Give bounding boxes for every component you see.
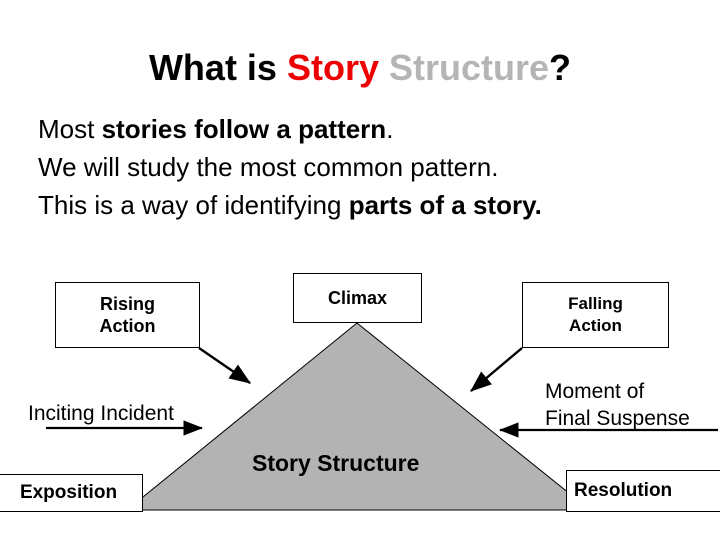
title-part-what-is: What is [148, 47, 287, 88]
body-line-2-text: We will study the most common pattern. [38, 152, 499, 182]
title-part-story: Story [286, 47, 389, 88]
label-inciting-incident: Inciting Incident [28, 402, 174, 425]
box-falling-action[interactable]: Falling Action [522, 282, 669, 348]
box-resolution-label: Resolution [574, 480, 673, 501]
body-line-1: Most stories follow a pattern. [38, 110, 698, 148]
box-rising-action-line-2: Action [99, 316, 156, 336]
label-moment-final-suspense: Moment of Final Suspense [545, 378, 690, 432]
body-text-block: Most stories follow a pattern. We will s… [38, 110, 698, 224]
box-rising-action-line-1: Rising [99, 294, 155, 314]
page-title: What is Story Structure? [0, 46, 720, 90]
body-line-3-bold-end: parts of a story. [348, 190, 542, 220]
body-line-1-regular-end: . [386, 114, 394, 144]
body-line-3-regular-start: This is a way of identifying [38, 190, 349, 220]
story-structure-triangle [125, 322, 592, 511]
box-falling-action-line-2: Action [569, 316, 622, 335]
body-line-1-regular-start: Most [38, 114, 102, 144]
box-climax[interactable]: Climax [293, 273, 422, 323]
title-part-question-mark: ? [549, 47, 572, 88]
box-exposition[interactable]: Exposition [0, 474, 143, 512]
box-climax-label: Climax [327, 288, 388, 308]
label-moment-line-1: Moment of [545, 380, 645, 403]
triangle-label-story-structure: Story Structure [252, 450, 420, 476]
arrow-falling-to-slope [470, 347, 523, 392]
body-line-1-bold: stories follow a pattern [101, 114, 387, 144]
arrow-rising-to-slope [198, 347, 251, 384]
box-exposition-label: Exposition [19, 482, 118, 503]
label-moment-line-2: Final Suspense [545, 407, 690, 430]
title-part-structure: Structure [389, 47, 550, 88]
body-line-2: We will study the most common pattern. [38, 148, 698, 186]
box-falling-action-line-1: Falling [568, 294, 623, 313]
box-rising-action[interactable]: Rising Action [55, 282, 200, 348]
body-line-3: This is a way of identifying parts of a … [38, 186, 698, 224]
box-resolution[interactable]: Resolution [566, 470, 720, 512]
